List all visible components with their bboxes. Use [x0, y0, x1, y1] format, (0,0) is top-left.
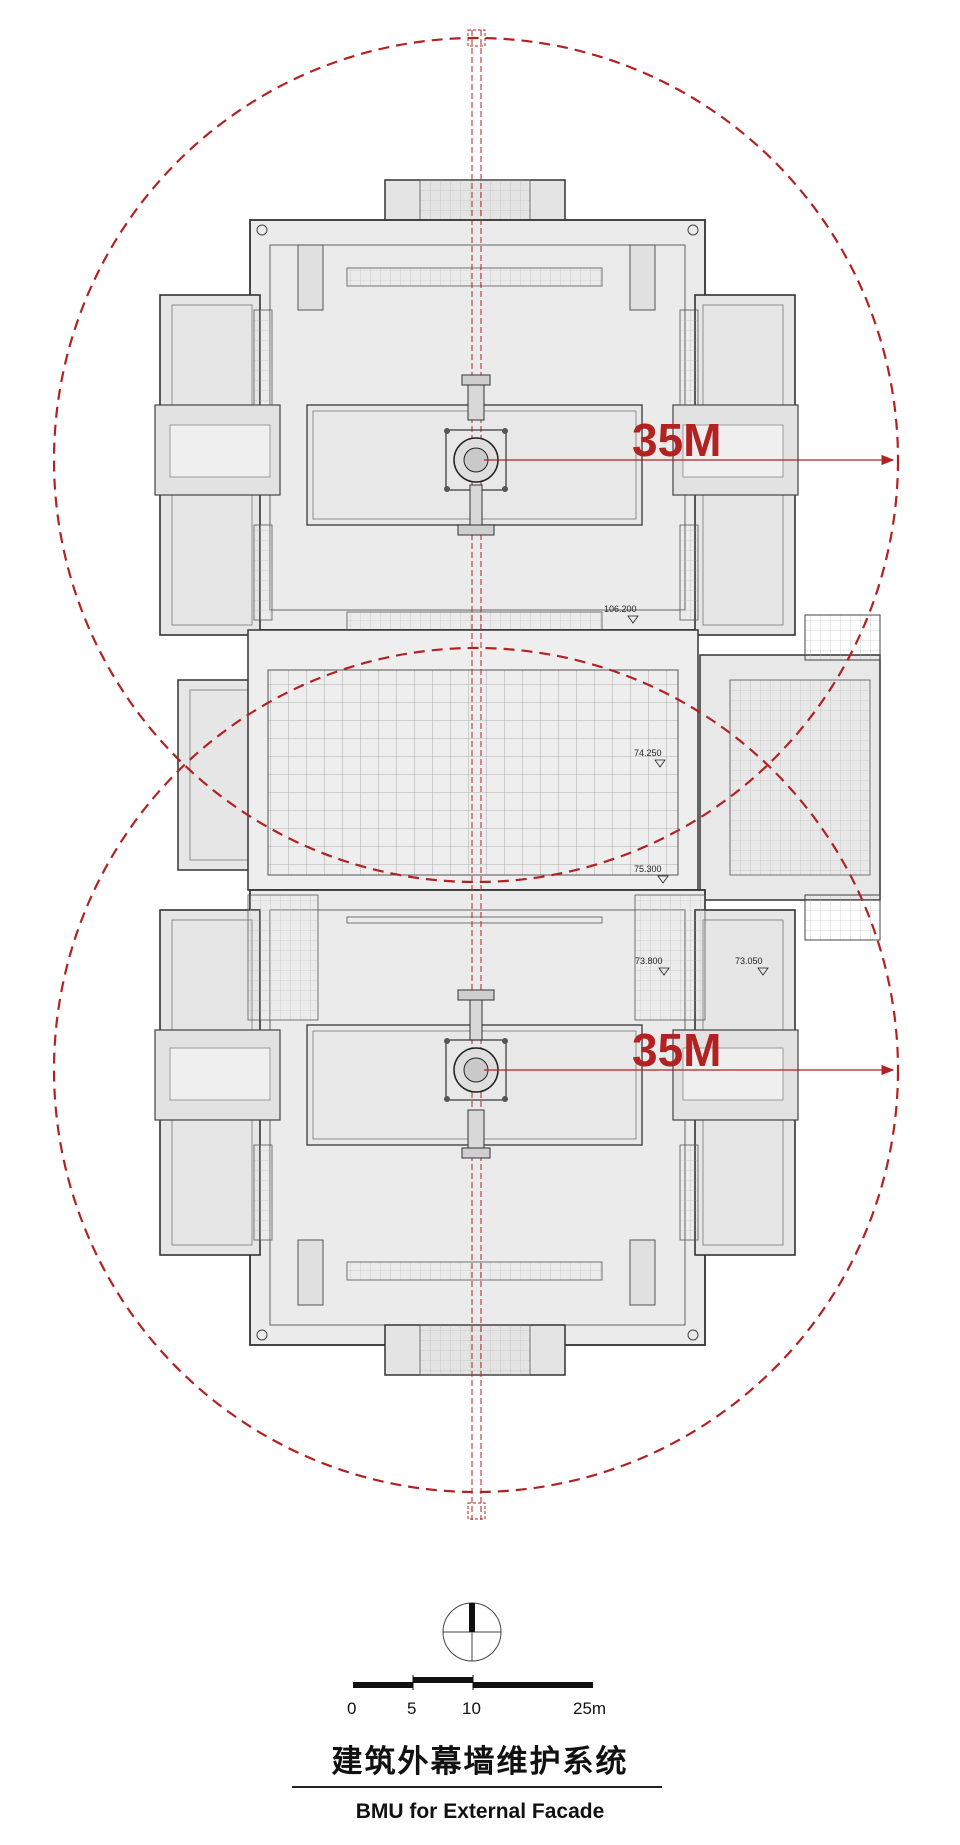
atrium-link — [177, 614, 881, 941]
level-value: 75.300 — [634, 864, 662, 874]
level-value: 73.800 — [635, 956, 663, 966]
level-marker-link-bottom: 75.300 — [634, 864, 669, 884]
bmu-machine-upper — [444, 374, 508, 536]
level-marker-lower-right: 73.050 — [735, 956, 769, 976]
radius-label-upper: 35M — [632, 414, 721, 466]
bmu-machine-lower — [444, 989, 508, 1159]
bmu-reach-circle-upper — [52, 36, 900, 884]
radius-label-lower: 35M — [632, 1024, 721, 1076]
title-underline — [292, 1786, 662, 1788]
level-marker-lower-left: 73.800 — [635, 956, 670, 976]
bmu-reach-circle-lower — [52, 646, 900, 1494]
level-marker-atrium: 74.250 — [634, 748, 666, 768]
scale-bar: 0 5 10 25m — [347, 1675, 606, 1718]
lower-tower — [154, 889, 799, 1376]
level-marker-top-roof: 106.200 — [604, 604, 639, 624]
scale-label-10: 10 — [462, 1699, 481, 1718]
scale-label-5: 5 — [407, 1699, 416, 1718]
level-value: 106.200 — [604, 604, 637, 614]
level-value: 74.250 — [634, 748, 662, 758]
north-arrow-icon — [442, 1602, 502, 1662]
scale-label-0: 0 — [347, 1699, 356, 1718]
scale-label-25m: 25m — [573, 1699, 606, 1718]
drawing-title-english: BMU for External Facade — [355, 1800, 605, 1823]
level-value: 73.050 — [735, 956, 763, 966]
drawing-title-chinese: 建筑外幕墙维护系统 — [331, 1744, 629, 1780]
